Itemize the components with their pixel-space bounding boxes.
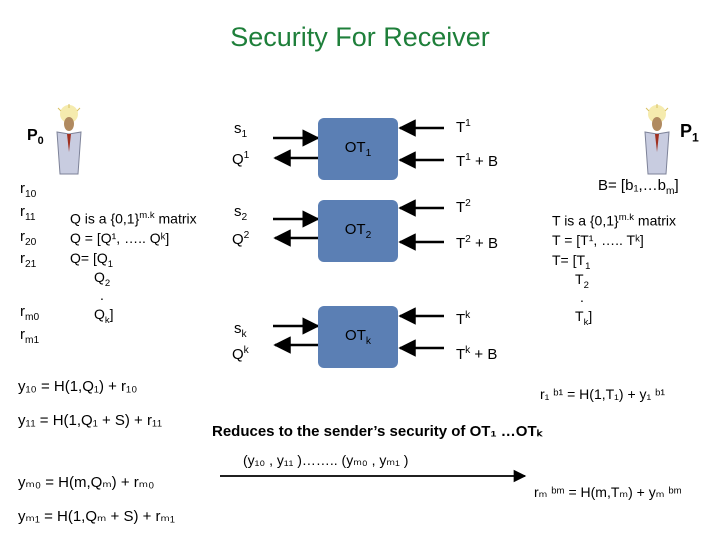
r-list-item: rm1 [20,326,40,346]
r-list-item: rm0 [20,303,40,323]
reduction-statement: Reduces to the sender’s security of OT₁ … [212,423,543,440]
ot2-box: OT2 [318,200,398,262]
t1-plus-b-label: T1 + B [456,152,498,170]
equation-y10: y₁₀ = H(1,Q₁) + r₁₀ [18,378,138,395]
equation-r1b1: r₁ ᵇ¹ = H(1,T₁) + y₁ ᵇ¹ [540,386,666,402]
r-list-item: r21 [20,250,37,270]
ot2-label: OT2 [344,221,372,241]
t-matrix-row-k: Tk] [575,308,593,328]
t2-label: T2 [456,198,471,216]
q-matrix-row-2: Q2 [94,269,111,289]
r-list-item: r20 [20,228,37,248]
party-p1-figure-icon [644,104,670,175]
party-p1-label: P1 [680,121,699,145]
q-matrix-definition: Q is a {0,1}m.k matrix [70,210,197,227]
otk-box: OTk [318,306,398,368]
party-p0-label: P0 [27,127,44,148]
equation-ym1: yₘ₁ = H(1,Qₘ + S) + rₘ₁ [18,508,175,525]
t-matrix-row-2: T2 [575,271,589,291]
q-matrix-columns: Q = [Q¹, ….. Qᵏ] [70,230,170,246]
tk-label: Tk [456,310,471,328]
otk-label: OTk [345,327,371,347]
ot1-label: OT1 [344,139,372,159]
s1-label: s1 [234,120,248,140]
q-matrix-row-k: Qk] [94,306,114,326]
t2-plus-b-label: T2 + B [456,234,498,252]
t-matrix-columns: T = [T¹, ….. Tᵏ] [552,232,644,248]
b-vector: B= [b₁,…bm] [598,177,679,197]
s2-label: s2 [234,203,248,223]
t-matrix-rows-open: T= [T1 [552,252,591,272]
q-matrix-rows-open: Q= [Q1 [70,250,114,270]
tk-plus-b-label: Tk + B [456,345,498,363]
equation-y11: y₁₁ = H(1,Q₁ + S) + r₁₁ [18,412,163,429]
t1-label: T1 [456,118,471,136]
q-matrix-ellipsis: . [100,287,104,303]
qk-label: Qk [232,345,249,363]
t-matrix-ellipsis: . [580,289,584,305]
party-p0-figure-icon [56,104,82,175]
t-matrix-definition: T is a {0,1}m.k matrix [552,212,677,229]
q1-label: Q1 [232,150,250,168]
r-list-item: r11 [20,203,36,223]
r-list-item: r10 [20,180,37,200]
equation-rmbm: rₘ ᵇᵐ = H(m,Tₘ) + yₘ ᵇᵐ [534,484,682,500]
ot1-box: OT1 [318,118,398,180]
q2-label: Q2 [232,230,250,248]
page-title: Security For Receiver [230,22,490,52]
sk-label: sk [234,320,247,340]
reduction-tuple: (y₁₀ , y₁₁ )…….. (yₘ₀ , yₘ₁ ) [243,452,409,468]
equation-ym0: yₘ₀ = H(m,Qₘ) + rₘ₀ [18,474,155,491]
